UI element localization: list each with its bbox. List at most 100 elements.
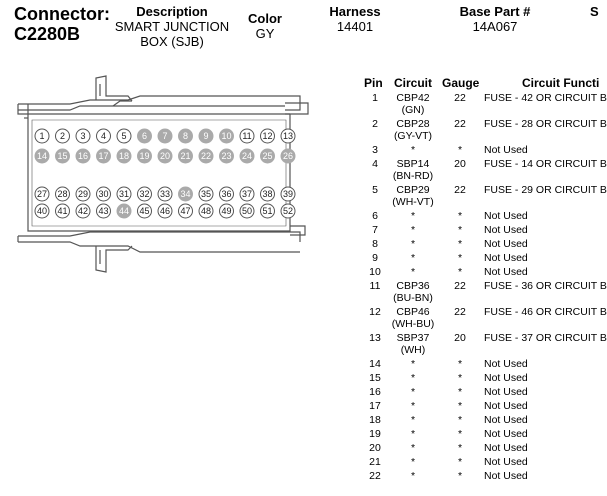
circuit-cell: CBP42(GN) — [388, 92, 438, 116]
function-cell: FUSE - 28 OR CIRCUIT B — [484, 118, 607, 130]
table-row: 15**Not Used — [364, 372, 604, 386]
pin-17-label: 17 — [98, 151, 108, 161]
pin-36-label: 36 — [221, 189, 231, 199]
function-cell: FUSE - 42 OR CIRCUIT B — [484, 92, 607, 104]
pin-43-cavity — [96, 203, 111, 219]
pin-47-label: 47 — [180, 206, 190, 216]
pin-28-cavity — [55, 186, 70, 202]
circuit-id: * — [410, 470, 416, 482]
pin-25-cavity — [260, 148, 275, 164]
circuit-color: (BU-BN) — [393, 292, 433, 304]
pin-51-cavity — [260, 203, 275, 219]
pin-45-cavity — [137, 203, 152, 219]
circuit-color: (BN-RD) — [392, 170, 434, 182]
col-header-circuit: Circuit — [394, 76, 433, 90]
table-row: 14**Not Used — [364, 358, 604, 372]
table-row: 7**Not Used — [364, 224, 604, 238]
function-cell: Not Used — [484, 144, 528, 156]
pin-41-label: 41 — [57, 206, 67, 216]
circuit-id: * — [410, 144, 416, 156]
circuit-id: * — [410, 372, 416, 384]
circuit-cell: * — [388, 414, 438, 426]
gauge-cell: 22 — [454, 306, 466, 318]
circuit-cell: * — [388, 358, 438, 370]
function-cell: Not Used — [484, 470, 528, 482]
circuit-id: * — [410, 428, 416, 440]
circuit-id: CBP28 — [396, 118, 430, 130]
pin-43-label: 43 — [98, 206, 108, 216]
circuit-id: SBP37 — [396, 332, 430, 344]
circuit-cell: * — [388, 238, 438, 250]
gauge-cell: 22 — [454, 92, 466, 104]
pin-11-cavity — [239, 128, 255, 144]
table-row: 18**Not Used — [364, 414, 604, 428]
pin-20-label: 20 — [160, 151, 170, 161]
pin-19-cavity — [137, 148, 152, 164]
pin-27-cavity — [34, 186, 50, 202]
pin-13-label: 13 — [283, 131, 293, 141]
pin-3-cavity — [75, 128, 91, 144]
base-part-value: 14A067 — [472, 19, 518, 34]
header: Connector: C2280B Description SMART JUNC… — [0, 0, 601, 60]
gauge-cell: * — [457, 400, 463, 412]
circuit-id: * — [410, 442, 416, 454]
pin-38-cavity — [260, 186, 275, 202]
pin-number: 11 — [369, 280, 381, 292]
pin-26-label: 26 — [283, 151, 293, 161]
gauge-cell: * — [457, 252, 463, 264]
pin-number: 10 — [369, 266, 381, 278]
pin-23-cavity — [219, 148, 234, 164]
circuit-id: * — [410, 238, 416, 250]
circuit-id: * — [410, 414, 416, 426]
base-part-label: Base Part # — [459, 4, 531, 19]
base-part-column: Base Part # 14A067 — [450, 4, 540, 34]
pin-23-label: 23 — [221, 151, 231, 161]
circuit-id: CBP36 — [396, 280, 430, 292]
table-row: 22**Not Used — [364, 470, 604, 484]
gauge-cell: 22 — [454, 184, 466, 196]
circuit-cell: CBP28(GY-VT) — [388, 118, 438, 142]
harness-column: Harness 14401 — [318, 4, 392, 34]
circuit-cell: SBP37(WH) — [388, 332, 438, 356]
pin-39-label: 39 — [283, 189, 293, 199]
pin-22-label: 22 — [201, 151, 211, 161]
circuit-id: * — [410, 266, 416, 278]
pin-6-label: 6 — [142, 131, 147, 141]
pin-3-label: 3 — [80, 131, 85, 141]
pin-7-cavity — [157, 128, 173, 144]
connector-housing — [17, 75, 309, 273]
gauge-cell: * — [457, 144, 463, 156]
function-cell: Not Used — [484, 252, 528, 264]
circuit-id: * — [410, 456, 416, 468]
pin-21-cavity — [178, 148, 193, 164]
pin-42-cavity — [75, 203, 91, 219]
connector-label: Connector: — [14, 4, 110, 24]
pin-9-cavity — [198, 128, 214, 144]
pin-2-label: 2 — [60, 131, 65, 141]
circuit-id: * — [410, 358, 416, 370]
circuit-cell: * — [388, 428, 438, 440]
circuit-cell: * — [388, 266, 438, 278]
pin-24-cavity — [239, 148, 255, 164]
pin-number: 19 — [369, 428, 381, 440]
pin-15-label: 15 — [57, 151, 67, 161]
pin-9-label: 9 — [203, 131, 208, 141]
function-cell: Not Used — [484, 442, 528, 454]
pin-29-label: 29 — [78, 189, 88, 199]
pin-47-cavity — [178, 203, 193, 219]
gauge-cell: * — [457, 238, 463, 250]
pin-20-cavity — [157, 148, 173, 164]
circuit-cell: * — [388, 372, 438, 384]
table-row: 19**Not Used — [364, 428, 604, 442]
pin-number: 15 — [369, 372, 381, 384]
pin-13-cavity — [280, 128, 296, 144]
pin-44-cavity — [116, 203, 132, 219]
pin-11-label: 11 — [242, 131, 251, 141]
pin-50-cavity — [239, 203, 255, 219]
circuit-id: * — [410, 224, 416, 236]
gauge-cell: * — [457, 210, 463, 222]
pin-31-cavity — [116, 186, 132, 202]
